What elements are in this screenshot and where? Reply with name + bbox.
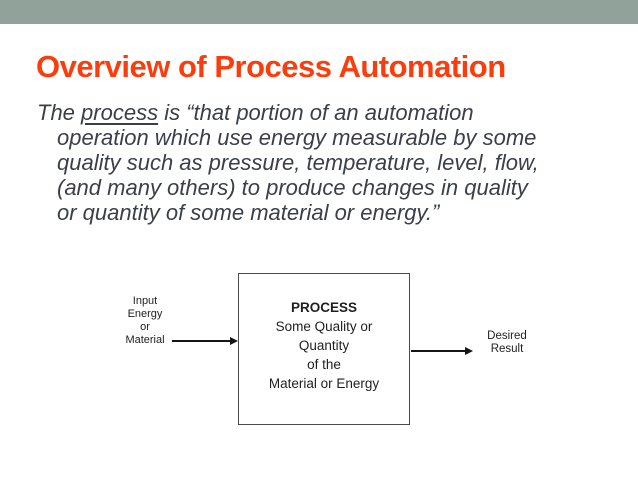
arrow-shaft [411,350,465,352]
input-label-line: Material [125,334,165,346]
output-label-line: Result [490,343,524,355]
arrowhead-right-icon [230,336,238,345]
input-label-line: or [140,321,150,333]
process-diagram: Input Energy or Material PROCESS Some Qu… [0,260,638,450]
arrowhead-right-icon [465,346,473,355]
process-box-title: PROCESS [290,300,358,315]
process-box-line: Material or Energy [268,376,380,391]
arrow-shaft [172,340,230,342]
slide-title: Overview of Process Automation [36,49,506,84]
process-box-line: Quantity [298,338,350,353]
underlined-term: process [81,100,159,125]
body-line: The process is “that portion of an autom… [37,100,622,125]
input-label: Input Energy or Material [103,295,187,347]
process-box-line: Some Quality or [275,319,373,334]
process-box-line: of the [307,357,341,372]
body-line: or quantity of some material or energy.” [57,200,440,225]
body-text-segment: The [37,100,82,125]
top-accent-band [0,0,638,24]
input-label-line: Input [132,295,158,307]
output-label-line: Desired [487,330,527,342]
input-label-line: Energy [127,308,163,320]
body-paragraph: The process is “that portion of an autom… [37,100,622,225]
body-text-segment: is “that portion of an automation [158,100,474,125]
body-line: operation which use energy measurable by… [57,125,537,150]
body-line: quality such as pressure, temperature, l… [57,150,539,175]
output-label: Desired Result [474,330,540,356]
body-line: (and many others) to produce changes in … [57,175,528,200]
process-box: PROCESS Some Quality or Quantity of the … [238,273,410,425]
